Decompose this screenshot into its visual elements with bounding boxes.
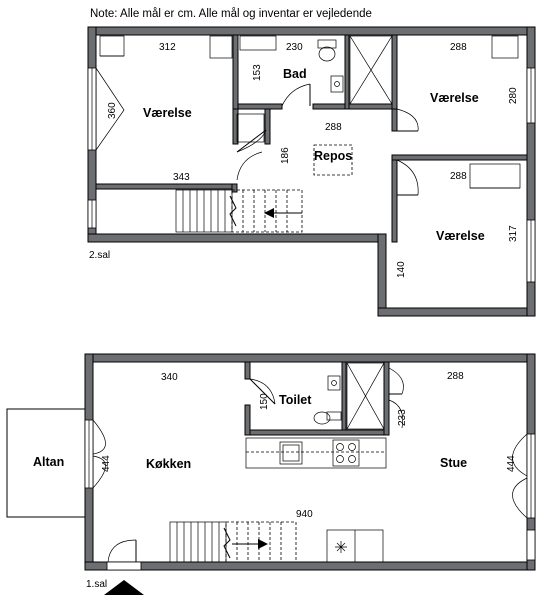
dim-label: 940 bbox=[296, 509, 313, 520]
dim-label: 233 bbox=[397, 409, 408, 426]
dim-label: 186 bbox=[280, 147, 291, 164]
dim-label: 288 bbox=[450, 171, 467, 182]
dim-label: 150 bbox=[259, 393, 270, 410]
lower-floor: Altan Køkken Toilet Stue 340 150 288 233… bbox=[6, 353, 536, 595]
room-label-toilet: Toilet bbox=[279, 393, 312, 407]
skylights-upper bbox=[99, 35, 521, 189]
room-label-balcony: Altan bbox=[33, 455, 64, 469]
upper-interior-walls bbox=[95, 34, 528, 243]
dim-label: 343 bbox=[173, 172, 190, 183]
room-label-landing: Repos bbox=[314, 149, 352, 163]
room-label-bedroom-right-top: Værelse bbox=[430, 91, 479, 105]
doors-upper bbox=[236, 83, 419, 196]
dim-label: 288 bbox=[325, 122, 342, 133]
toilet-upper bbox=[317, 39, 344, 93]
lower-interior-walls bbox=[244, 361, 390, 436]
dim-label: 317 bbox=[508, 225, 519, 242]
toilet-lower bbox=[313, 375, 342, 425]
dim-label: 288 bbox=[450, 42, 467, 53]
dim-label: 230 bbox=[286, 42, 303, 53]
floor-label-lower: 1.sal bbox=[86, 579, 107, 590]
doors-lower bbox=[249, 367, 404, 429]
lower-counter bbox=[326, 529, 384, 563]
plan-note: Note: Alle mål er cm. Alle mål og invent… bbox=[90, 8, 372, 20]
upper-floor: Værelse Bad Repos Værelse Værelse 312 23… bbox=[87, 26, 536, 317]
dim-label: 444 bbox=[506, 455, 517, 472]
dim-label: 360 bbox=[107, 102, 118, 119]
upper-exterior-walls bbox=[87, 26, 536, 317]
room-label-bath: Bad bbox=[283, 67, 307, 81]
kitchen-counter bbox=[245, 437, 387, 469]
window-living-corner bbox=[526, 529, 536, 561]
dim-label: 340 bbox=[161, 372, 178, 383]
room-label-bedroom-right-bottom: Værelse bbox=[436, 229, 485, 243]
balcony-outline bbox=[6, 408, 86, 518]
entrance-arrow-icon bbox=[104, 580, 144, 595]
dim-label: 312 bbox=[159, 42, 176, 53]
dim-label: 444 bbox=[101, 455, 112, 472]
dim-label: 280 bbox=[508, 87, 519, 104]
room-label-living: Stue bbox=[440, 456, 467, 470]
entrance-door bbox=[106, 539, 142, 571]
dim-label: 153 bbox=[252, 64, 263, 81]
floor-label-upper: 2.sal bbox=[89, 250, 110, 261]
room-label-kitchen: Køkken bbox=[146, 457, 191, 471]
dim-label: 288 bbox=[447, 371, 464, 382]
room-label-bedroom-left: Værelse bbox=[143, 106, 192, 120]
dim-label: 140 bbox=[396, 261, 407, 278]
shower-lower bbox=[346, 362, 385, 430]
stairs-upper bbox=[175, 189, 303, 233]
landing-hatch bbox=[313, 144, 353, 176]
stairs-lower bbox=[169, 521, 297, 563]
shower-upper bbox=[349, 35, 393, 105]
